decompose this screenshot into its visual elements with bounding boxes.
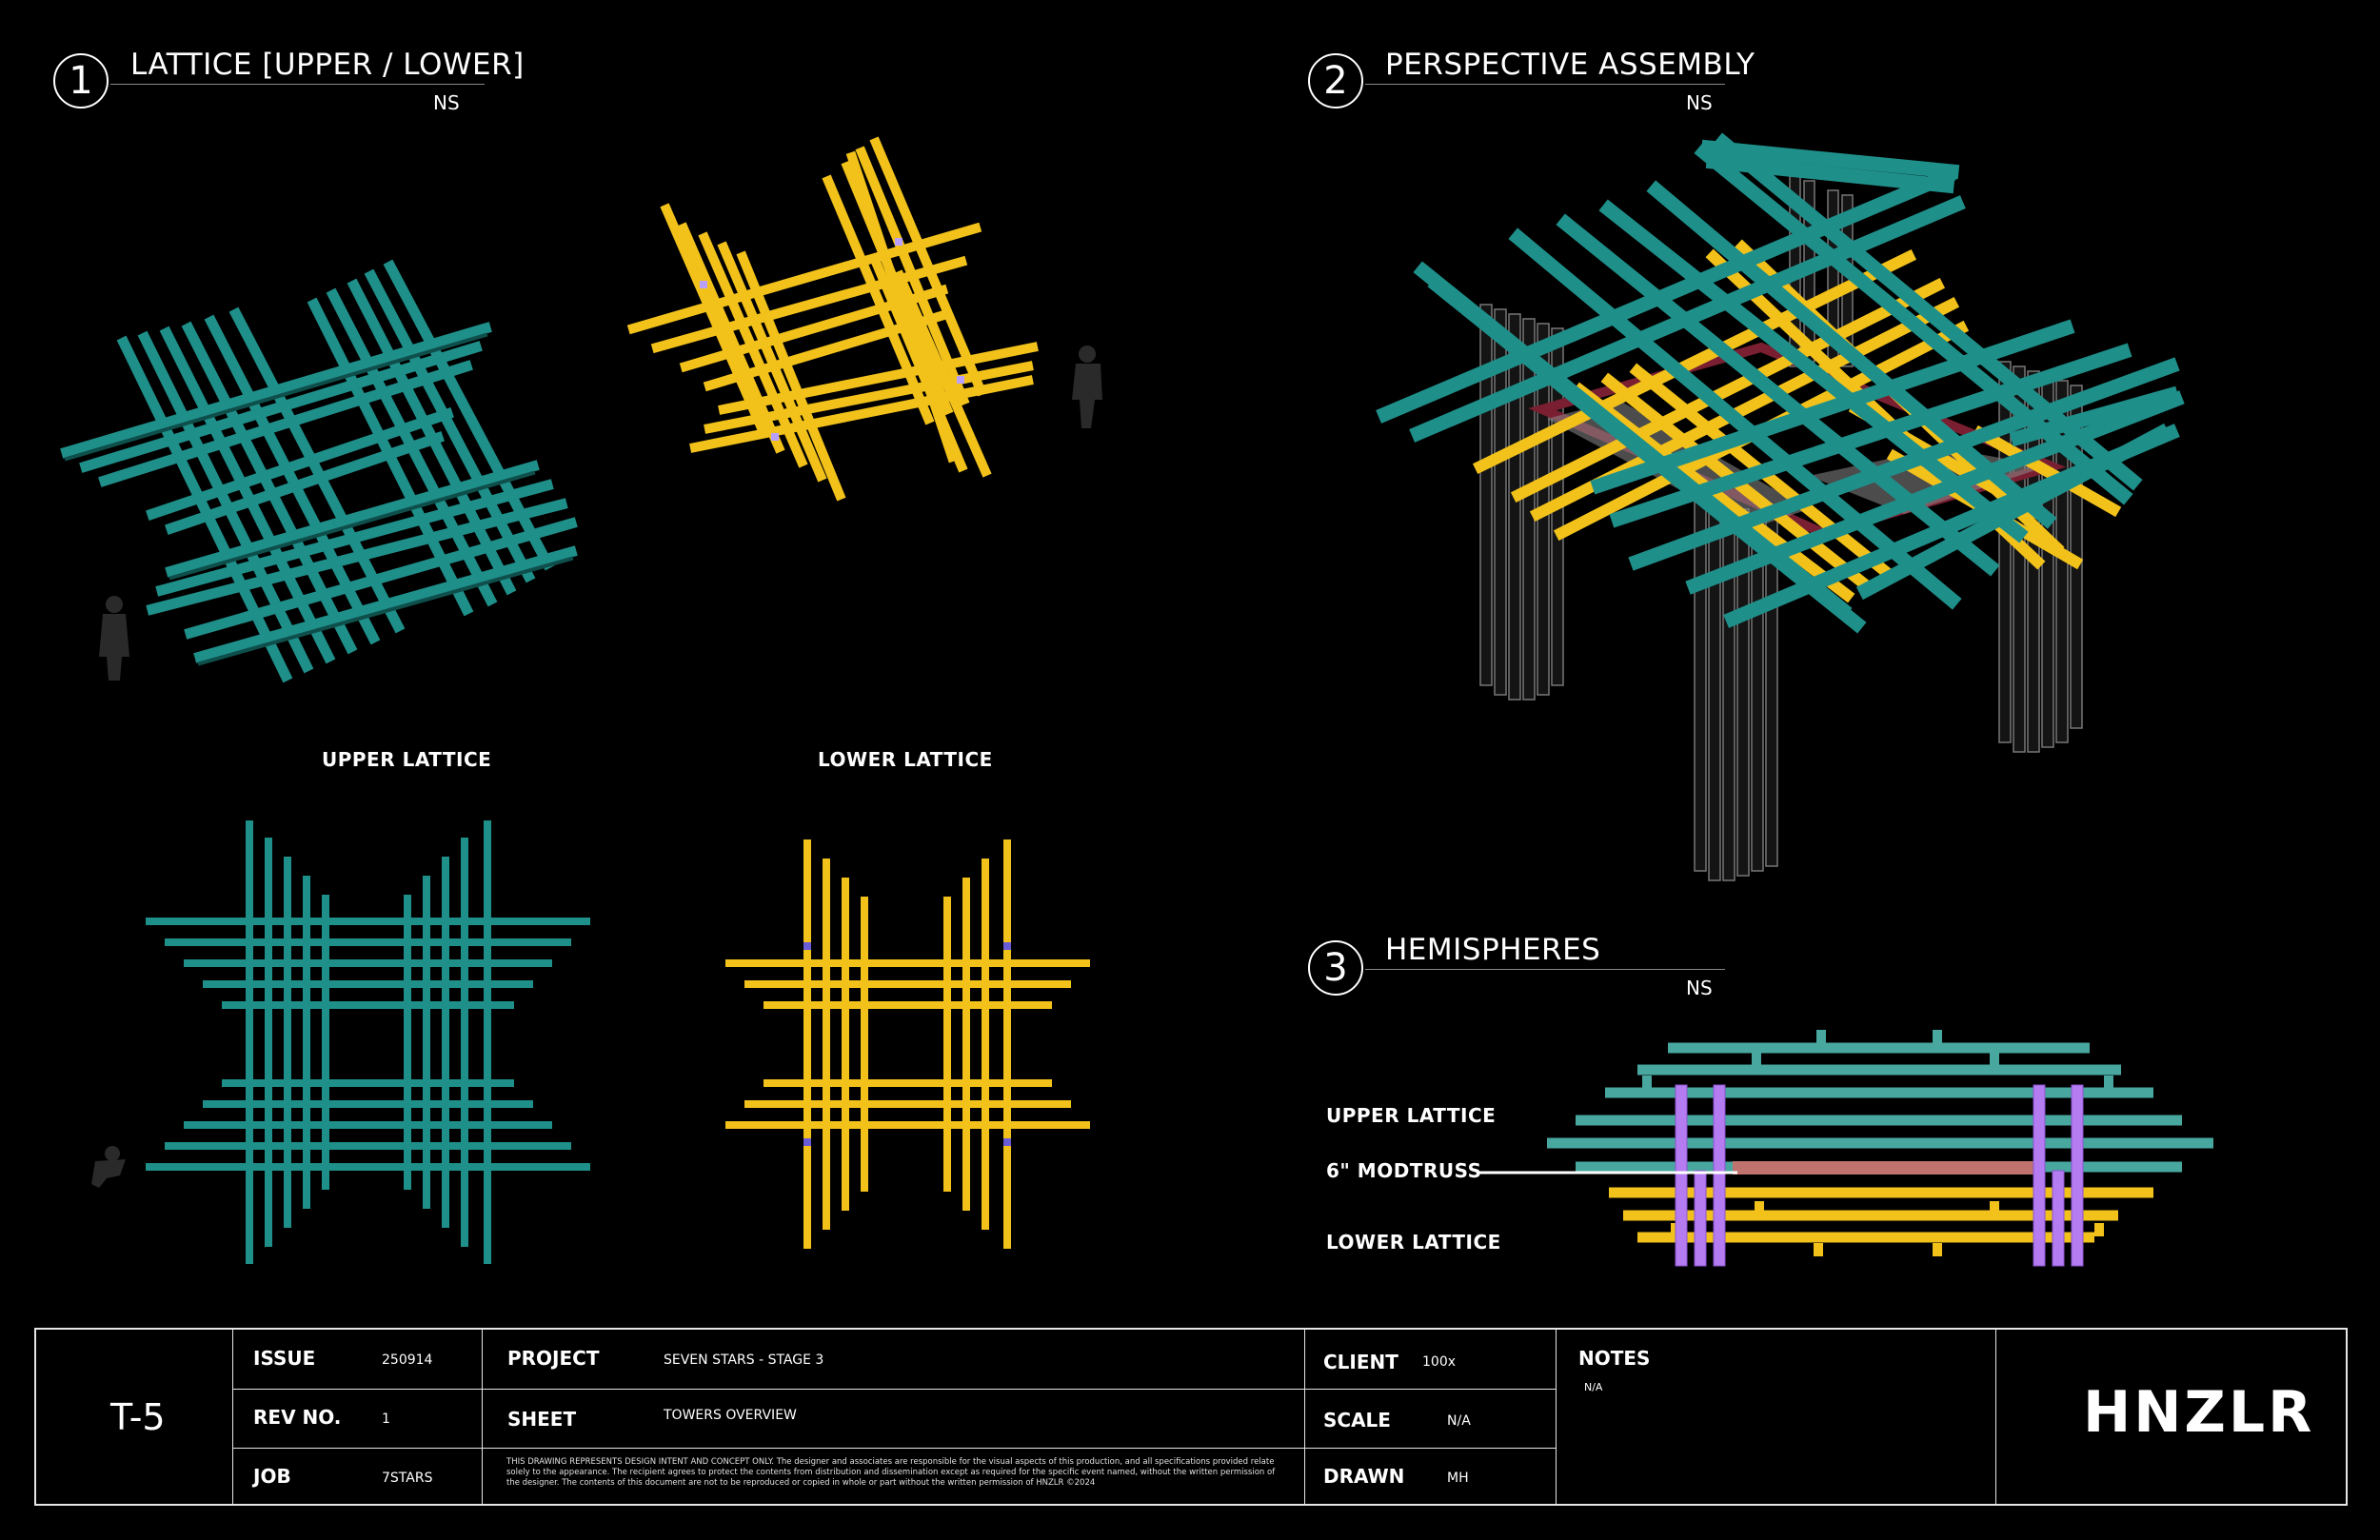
human-silhouette-icon (99, 596, 129, 681)
plan-upper-lattice (146, 820, 590, 1264)
section-3-rule (1365, 969, 1725, 970)
disclaimer-text: THIS DRAWING REPRESENTS DESIGN INTENT AN… (506, 1457, 1276, 1488)
human-silhouette-icon (91, 1146, 126, 1188)
drawn-value: MH (1447, 1471, 1469, 1486)
plan-lower-lattice (725, 839, 1090, 1249)
notes-value: N/A (1584, 1381, 1603, 1393)
job-label: JOB (253, 1465, 291, 1488)
sheet-label: SHEET (507, 1408, 577, 1431)
client-value: 100x (1422, 1354, 1457, 1370)
project-value: SEVEN STARS - STAGE 3 (664, 1352, 824, 1368)
section-3-scale: NS (1686, 977, 1713, 999)
section-3-title: HEMISPHERES (1385, 933, 1601, 967)
drawn-label: DRAWN (1323, 1465, 1405, 1488)
human-silhouette-icon (1072, 346, 1102, 428)
hemi-lower-label: LOWER LATTICE (1326, 1231, 1501, 1254)
iso-upper-lattice-shadow (64, 332, 574, 666)
iso-upper-lattice (60, 259, 578, 683)
scale-label: SCALE (1323, 1409, 1391, 1431)
section-2-title: PERSPECTIVE ASSEMBLY (1385, 48, 1755, 82)
sheet-value: TOWERS OVERVIEW (664, 1408, 797, 1423)
lower-lattice-caption: LOWER LATTICE (818, 748, 993, 771)
hemi-modtruss-towers (1675, 1084, 2084, 1267)
project-label: PROJECT (507, 1347, 600, 1370)
plan-lower-lattice-connectors (803, 942, 1011, 1146)
section-2-number: 2 (1308, 53, 1363, 109)
section-1-rule (110, 84, 485, 85)
issue-value: 250914 (382, 1352, 433, 1368)
job-value: 7STARS (382, 1471, 433, 1486)
upper-lattice-caption: UPPER LATTICE (322, 748, 492, 771)
rev-label: REV NO. (253, 1406, 342, 1429)
hnzlr-logo: HNZLR (2083, 1379, 2315, 1446)
client-label: CLIENT (1323, 1351, 1398, 1373)
hemi-upper-beams (1547, 1042, 2213, 1173)
hemi-upper-posts (1642, 1030, 2113, 1089)
hemi-truss-beam (1733, 1161, 2037, 1175)
section-1-number: 1 (53, 53, 109, 109)
iso-lower-lattice (626, 136, 1039, 502)
section-3-number: 3 (1308, 940, 1363, 996)
issue-label: ISSUE (253, 1347, 316, 1370)
hemi-upper-label: UPPER LATTICE (1326, 1104, 1497, 1127)
iso-lower-lattice-connectors (700, 238, 964, 441)
section-2-rule (1365, 84, 1725, 85)
rev-value: 1 (382, 1412, 390, 1427)
scale-value: N/A (1447, 1413, 1471, 1429)
perspective-upper-lattice (1376, 132, 2185, 634)
section-1-title: LATTICE [UPPER / LOWER] (130, 48, 525, 82)
title-block: T-5 ISSUE 250914 REV NO. 1 JOB 7STARS PR… (34, 1328, 2348, 1506)
notes-label: NOTES (1578, 1347, 1651, 1370)
section-2-scale: NS (1686, 91, 1713, 114)
sheet-number: T-5 (110, 1396, 166, 1438)
hemi-modtruss-label: 6" MODTRUSS (1326, 1159, 1482, 1182)
section-1-scale: NS (433, 91, 460, 114)
tower-front (1694, 489, 1778, 881)
